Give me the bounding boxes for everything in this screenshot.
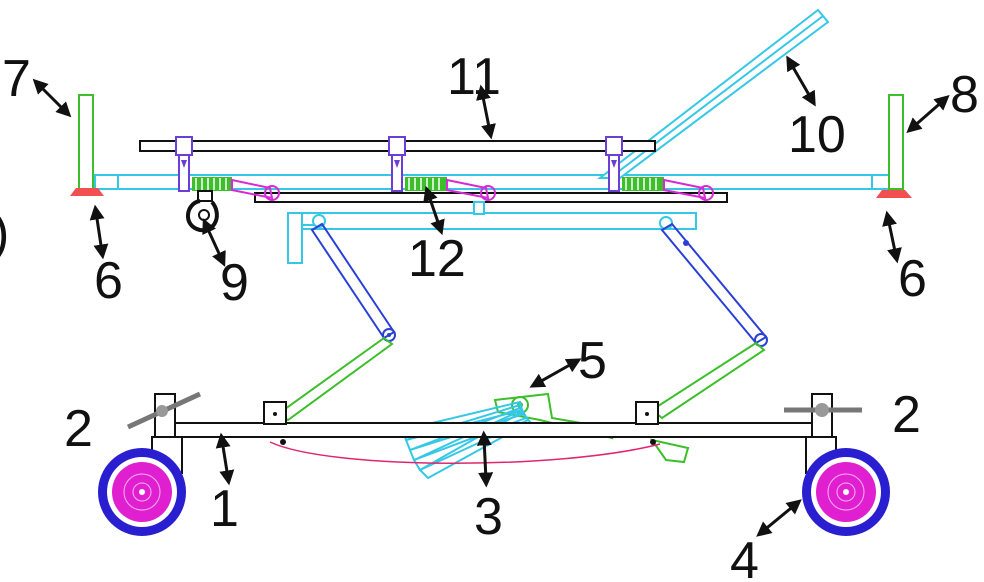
rail-clamp [175, 136, 193, 192]
label-6-right: 6 [898, 250, 927, 308]
right-lower-arm [650, 341, 766, 420]
label-11: 11 [447, 48, 501, 106]
base [98, 391, 890, 536]
arrow-5 [529, 358, 582, 388]
arrow-9 [202, 218, 226, 267]
brake-cable [269, 441, 661, 464]
hook [186, 190, 219, 233]
left-lower-arm [276, 336, 394, 422]
right-upper-arm [660, 222, 768, 345]
rail-clamp [605, 136, 623, 192]
arrow-6-right [882, 210, 902, 264]
rail-clamp [388, 136, 406, 192]
spring-lock [192, 177, 232, 191]
arrow-6-left [89, 204, 109, 260]
label-2-left: 2 [64, 400, 93, 458]
label-12: 12 [408, 230, 466, 288]
label-5: 5 [578, 332, 607, 390]
left-upper-arm [310, 222, 396, 340]
end-post-right [888, 94, 904, 190]
caster-left [98, 436, 186, 536]
spring-lock [622, 177, 664, 191]
label-edge: ) [0, 204, 9, 262]
lock-lever [231, 178, 280, 201]
lock-lever [663, 178, 714, 201]
label-7: 7 [2, 50, 31, 108]
label-9: 9 [220, 254, 249, 312]
spring-lock [405, 177, 447, 191]
bed-platform [70, 8, 912, 233]
arrow-4 [756, 499, 802, 537]
label-8: 8 [950, 66, 979, 124]
lock-lever [446, 178, 496, 201]
label-4: 4 [730, 532, 759, 582]
arrow-12 [423, 185, 445, 236]
base-beam [159, 422, 817, 438]
arrow-10 [786, 55, 816, 107]
arrow-7 [32, 78, 72, 118]
foot-pad-right [876, 190, 912, 198]
arrow-11 [476, 84, 496, 140]
lower-rail [254, 192, 728, 203]
arrow-1 [215, 432, 235, 486]
foot-pad-left [70, 188, 104, 196]
arrow-8 [906, 95, 950, 133]
brake-lever-left [126, 391, 202, 430]
end-post-left [78, 94, 94, 190]
pedal-linkage [401, 400, 532, 480]
brake-lever-right [784, 403, 862, 417]
lift-frame [276, 201, 768, 480]
callout-labels: 7 8 11 10 ) 6 6 9 12 5 2 2 1 3 4 [0, 48, 979, 582]
label-10: 10 [788, 106, 846, 164]
label-6-left: 6 [94, 252, 123, 310]
label-2-right: 2 [892, 386, 921, 444]
caster-right [802, 436, 890, 536]
label-1: 1 [210, 480, 239, 538]
label-3: 3 [474, 488, 503, 546]
callout-arrows [32, 55, 950, 537]
arrow-3 [476, 430, 494, 488]
upper-lift-beam [287, 212, 697, 230]
